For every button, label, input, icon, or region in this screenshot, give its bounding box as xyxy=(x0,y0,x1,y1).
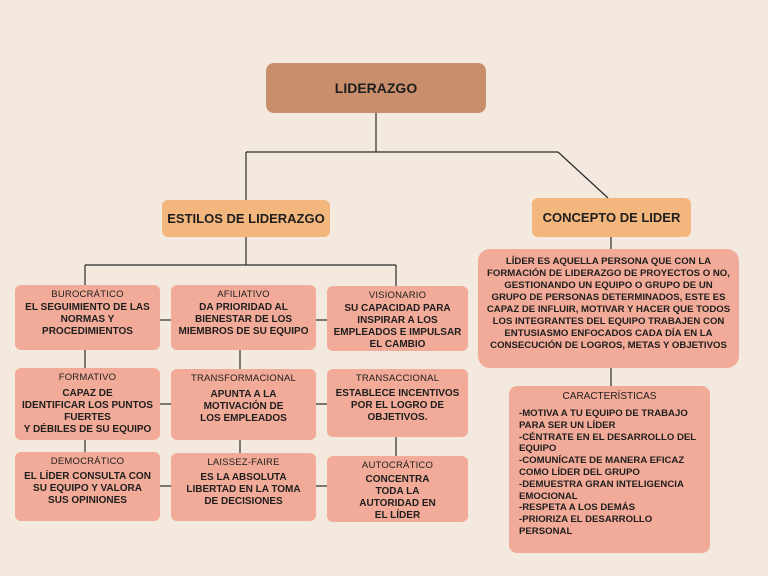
style-node-laissez-faire: LAISSEZ-FAIRE ES LA ABSOLUTA LIBERTAD EN… xyxy=(171,453,316,521)
list-item: -COMUNÍCATE DE MANERA EFICAZ COMO LÍDER … xyxy=(519,455,685,478)
style-title: DEMOCRÁTICO xyxy=(50,456,125,467)
characteristics-list: -MOTIVA A TU EQUIPO DE TRABAJO PARA SER … xyxy=(519,408,700,538)
style-description: EL SEGUIMIENTO DE LAS NORMAS Y PROCEDIMI… xyxy=(25,302,150,337)
style-title: LAISSEZ-FAIRE xyxy=(207,457,280,468)
style-description: EL LÍDER CONSULTA CON SU EQUIPO Y VALORA… xyxy=(24,471,151,506)
characteristics-node: CARACTERÍSTICAS -MOTIVA A TU EQUIPO DE T… xyxy=(509,386,710,553)
style-description: APUNTA A LA MOTIVACIÓN DE LOS EMPLEADOS xyxy=(200,389,287,424)
list-item: -PRIORIZA EL DESARROLLO PERSONAL xyxy=(519,514,653,537)
style-node-afiliativo: AFILIATIVO DA PRIORIDAD AL BIENESTAR DE … xyxy=(171,285,316,350)
style-node-transaccional: TRANSACCIONAL ESTABLECE INCENTIVOS POR E… xyxy=(327,369,468,437)
style-title: AFILIATIVO xyxy=(217,289,270,300)
style-node-transformacional: TRANSFORMACIONAL APUNTA A LA MOTIVACIÓN … xyxy=(171,369,316,440)
list-item: -DEMUESTRA GRAN INTELIGENCIA EMOCIONAL xyxy=(519,478,684,502)
list-item: -RESPETA A LOS DEMÁS xyxy=(519,502,636,514)
style-description: ESTABLECE INCENTIVOS POR EL LOGRO DE OBJ… xyxy=(335,388,460,423)
concept-text: LÍDER ES AQUELLA PERSONA QUE CON LA FORM… xyxy=(486,256,731,351)
style-description: CONCENTRA TODA LA AUTORIDAD EN EL LÍDER xyxy=(359,474,436,521)
list-item: -CÉNTRATE EN EL DESARROLLO DEL EQUIPO xyxy=(519,431,696,455)
style-description: CAPAZ DE IDENTIFICAR LOS PUNTOS FUERTES … xyxy=(22,388,153,435)
style-title: FORMATIVO xyxy=(58,372,117,383)
style-description: DA PRIORIDAD AL BIENESTAR DE LOS MIEMBRO… xyxy=(178,302,309,337)
characteristics-title: CARACTERÍSTICAS xyxy=(562,391,657,402)
style-node-democratico: DEMOCRÁTICO EL LÍDER CONSULTA CON SU EQU… xyxy=(15,452,160,521)
style-title: VISIONARIO xyxy=(368,290,427,301)
style-description: SU CAPACIDAD PARA INSPIRAR A LOS EMPLEAD… xyxy=(333,303,462,350)
style-title: BUROCRÁTICO xyxy=(51,289,124,300)
styles-header-node: ESTILOS DE LIDERAZGO xyxy=(162,200,330,237)
root-node-liderazgo: LIDERAZGO xyxy=(266,63,486,113)
concept-description-node: LÍDER ES AQUELLA PERSONA QUE CON LA FORM… xyxy=(478,249,739,368)
style-title: TRANSFORMACIONAL xyxy=(190,373,297,384)
concept-header-node: CONCEPTO DE LIDER xyxy=(532,198,691,237)
styles-header-label: ESTILOS DE LIDERAZGO xyxy=(167,211,325,226)
style-node-visionario: VISIONARIO SU CAPACIDAD PARA INSPIRAR A … xyxy=(327,286,468,351)
concept-header-label: CONCEPTO DE LIDER xyxy=(542,210,681,225)
style-node-burocratico: BUROCRÁTICO EL SEGUIMIENTO DE LAS NORMAS… xyxy=(15,285,160,350)
style-title: AUTOCRÁTICO xyxy=(361,460,434,471)
style-node-autocratico: AUTOCRÁTICO CONCENTRA TODA LA AUTORIDAD … xyxy=(327,456,468,522)
style-node-formativo: FORMATIVO CAPAZ DE IDENTIFICAR LOS PUNTO… xyxy=(15,368,160,440)
root-label: LIDERAZGO xyxy=(334,80,418,96)
style-title: TRANSACCIONAL xyxy=(355,373,440,384)
list-item: -MOTIVA A TU EQUIPO DE TRABAJO PARA SER … xyxy=(519,408,688,431)
style-description: ES LA ABSOLUTA LIBERTAD EN LA TOMA DE DE… xyxy=(186,472,301,507)
